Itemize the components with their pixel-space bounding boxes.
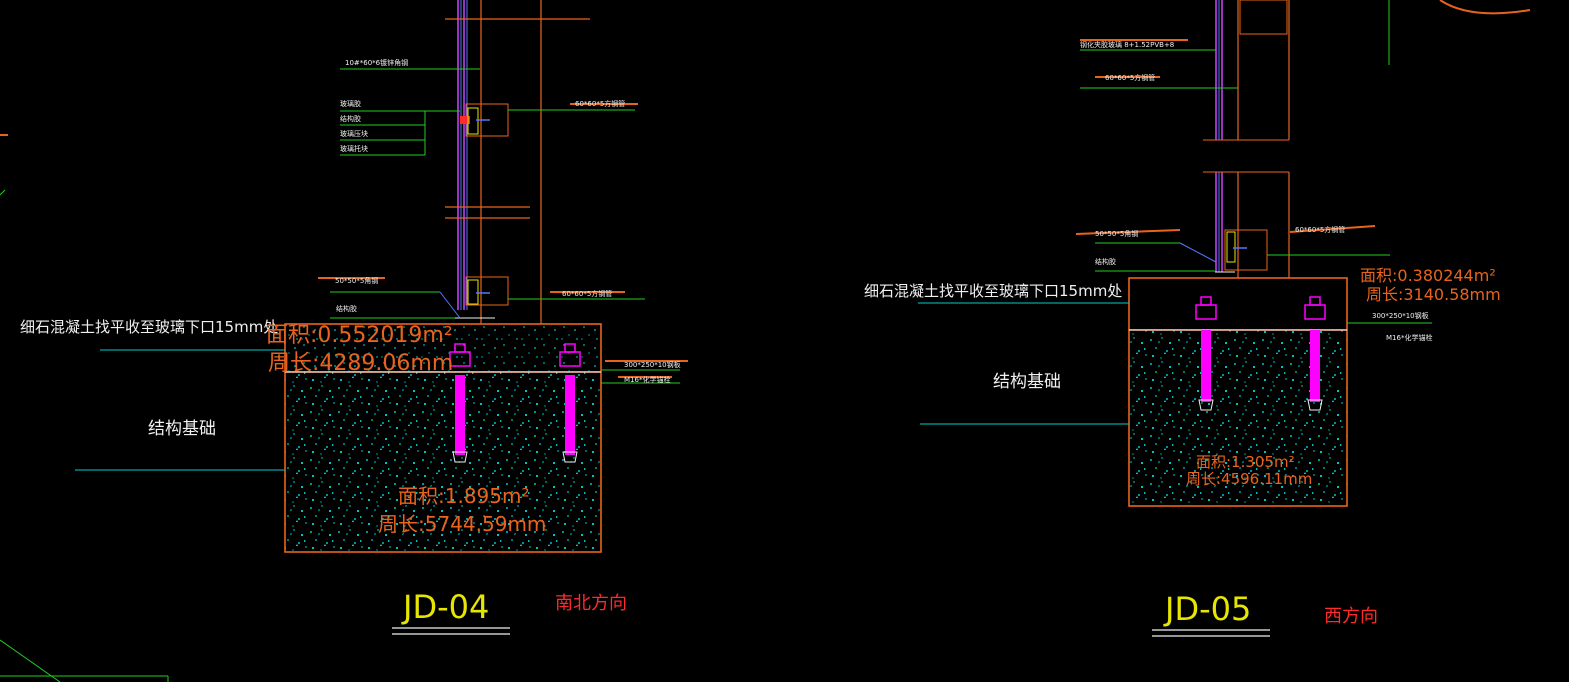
upper-area-text-right: 面积:0.380244m² — [1360, 266, 1496, 285]
label-fine-concrete-leveling: 细石混凝土找平收至玻璃下口15mm处 — [20, 318, 278, 336]
label-fine-concrete-leveling-right: 细石混凝土找平收至玻璃下口15mm处 — [864, 282, 1122, 300]
label-angle-50-r: 50*50*5角钢 — [1095, 229, 1138, 238]
label-structural-glue-r: 结构胶 — [1095, 257, 1116, 266]
label-structural-glue: 结构胶 — [340, 114, 361, 123]
fine-concrete-layer-right — [1128, 277, 1348, 331]
upper-area-text: 面积:0.552019m² — [266, 323, 453, 348]
label-square-tube-top: 60*60*5方钢管 — [575, 99, 625, 108]
label-structure-base-right: 结构基础 — [993, 372, 1061, 392]
anchor-bolt-right — [559, 343, 581, 463]
label-square-tube-top-r: 60*60*5方钢管 — [1105, 73, 1155, 82]
detail-tag-jd05: JD-05 — [1163, 590, 1251, 628]
label-steel-plate: 300*250*10钢板 — [624, 360, 681, 369]
label-anchor-bolt: M16*化学锚栓 — [624, 375, 670, 384]
small-labels-right: 钢化夹胶玻璃 8+1.52PVB+8 60*60*5方钢管 50*50*5角钢 … — [1080, 40, 1432, 342]
detail-tag-jd04: JD-04 — [401, 588, 489, 626]
label-angle-steel: 10#*60*6镀锌角钢 — [345, 58, 408, 67]
annotation-leaders — [318, 68, 688, 384]
lower-area-text-right: 面积:1.305m² — [1196, 453, 1295, 471]
label-square-tube-bottom: 60*60*5方钢管 — [562, 289, 612, 298]
lower-perimeter-text: 周长:5744.59mm — [378, 512, 546, 536]
label-steel-plate-r: 300*250*10钢板 — [1372, 311, 1429, 320]
curtain-wall-elevation-right — [1203, 0, 1531, 280]
direction-label-left: 南北方向 — [555, 593, 627, 614]
label-laminated-glass: 钢化夹胶玻璃 8+1.52PVB+8 — [1080, 40, 1174, 49]
label-square-tube-bottom-r: 60*60*5方钢管 — [1295, 225, 1345, 234]
anchor-bolt-right-right — [1304, 296, 1326, 411]
direction-label-right: 西方向 — [1324, 606, 1378, 627]
label-angle-50: 50*50*5角钢 — [335, 276, 378, 285]
detail-jd04: 10#*60*6镀锌角钢 玻璃胶 结构胶 玻璃压块 玻璃托块 60*60*5方钢… — [0, 0, 688, 682]
label-glass-support: 玻璃托块 — [340, 144, 368, 153]
anchor-bolt-left-right — [1195, 296, 1217, 411]
label-structure-base: 结构基础 — [148, 419, 216, 439]
label-anchor-bolt-r: M16*化学锚栓 — [1386, 333, 1432, 342]
upper-perimeter-text-right: 周长:3140.58mm — [1366, 285, 1501, 304]
label-glass-clamp: 玻璃压块 — [340, 129, 368, 138]
upper-perimeter-text: 周长:4289.06mm — [268, 351, 453, 376]
lower-area-text: 面积:1.895m² — [398, 484, 530, 508]
detail-jd05: 钢化夹胶玻璃 8+1.52PVB+8 60*60*5方钢管 50*50*5角钢 … — [864, 0, 1531, 637]
label-glass-glue: 玻璃胶 — [340, 99, 361, 108]
anchor-bolt-left — [449, 343, 471, 463]
label-structural-glue-2: 结构胶 — [336, 304, 357, 313]
small-labels: 10#*60*6镀锌角钢 玻璃胶 结构胶 玻璃压块 玻璃托块 60*60*5方钢… — [335, 58, 681, 384]
curtain-wall-elevation — [445, 0, 590, 372]
lower-perimeter-text-right: 周长:4596.11mm — [1186, 470, 1312, 488]
